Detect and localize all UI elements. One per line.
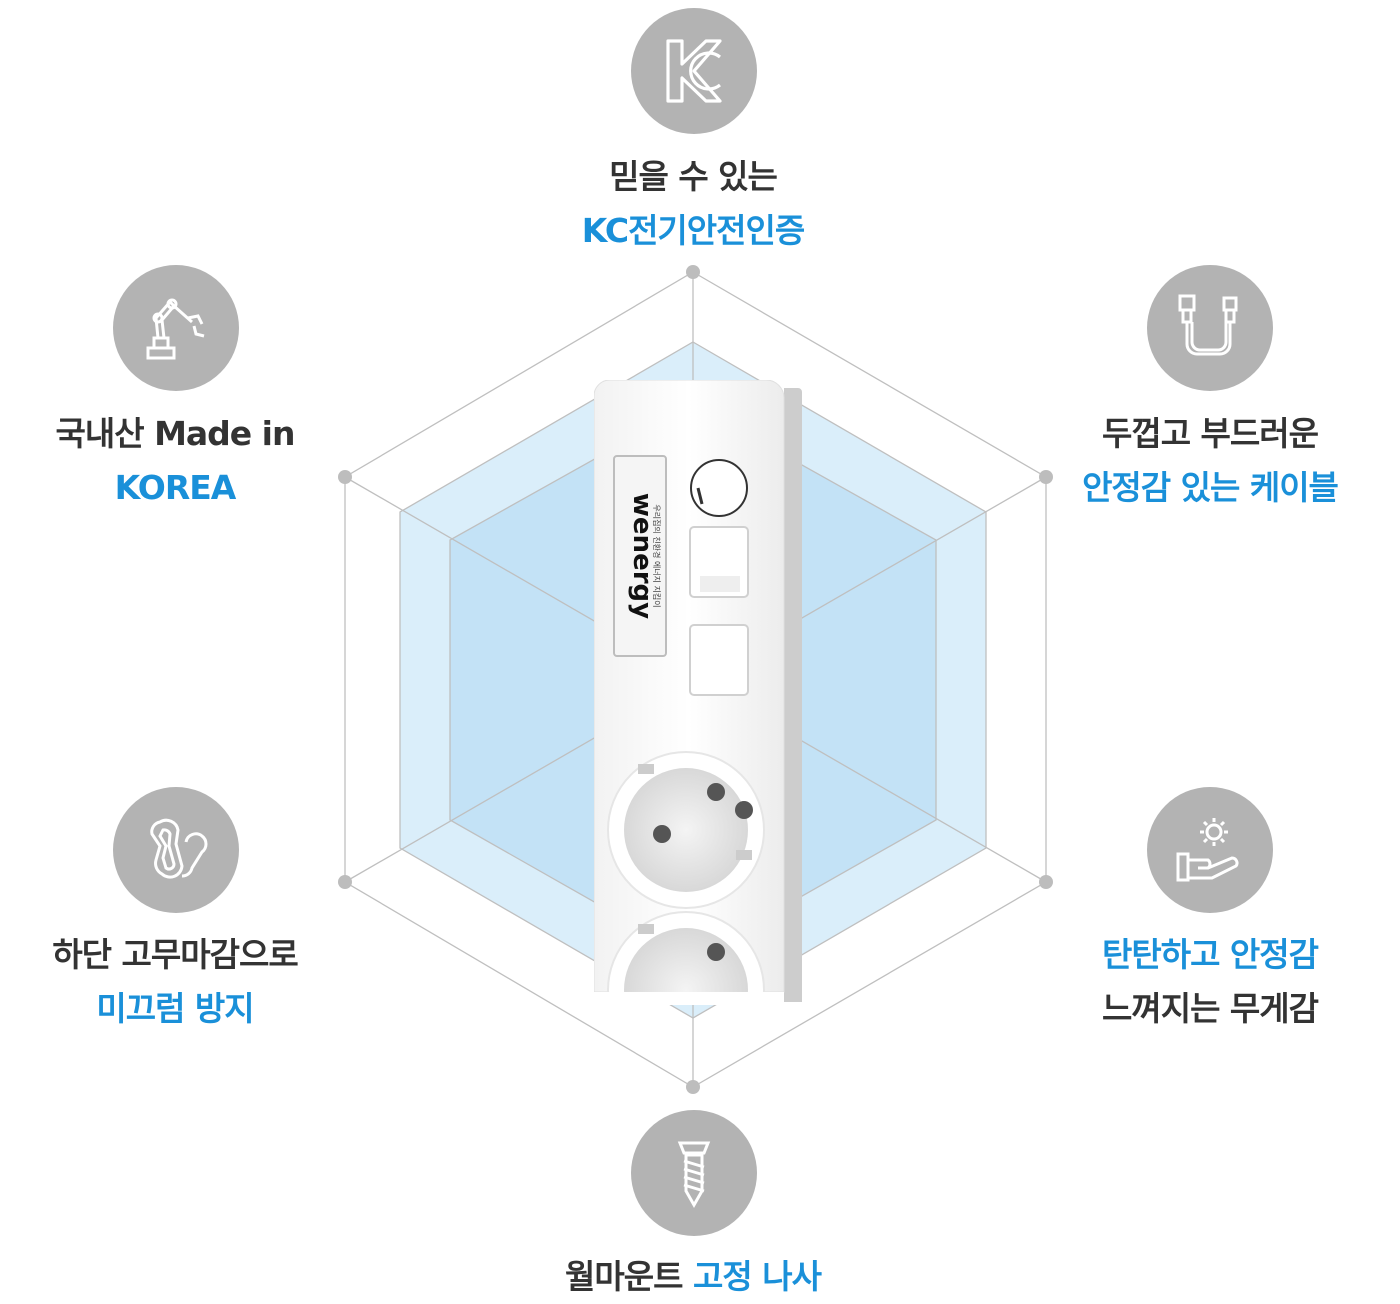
robot-arm-icon [113, 265, 239, 391]
rubber-pad-icon [113, 787, 239, 913]
hand-gear-icon [1147, 787, 1273, 913]
product-tagline: 우리집의 친환경 에너지 지킴이 [652, 504, 662, 607]
feature-top-line2: KC전기안전인증 [581, 211, 805, 250]
feature-bottom-right-line1: 탄탄하고 안정감 [1101, 935, 1319, 974]
feature-bottom-label: 월마운트 고정 나사 [493, 1250, 893, 1304]
feature-bottom-left-line2: 미끄럼 방지 [96, 989, 254, 1028]
feature-top-left-line1: 국내산 Made in [55, 414, 296, 453]
feature-bottom-left-label: 하단 고무마감으로 미끄럼 방지 [0, 928, 375, 1036]
feature-top-left-label: 국내산 Made in KOREA [0, 407, 375, 515]
feature-bottom-text-blue: 고정 나사 [693, 1257, 822, 1296]
feature-top-right-label: 두껍고 부드러운 안정감 있는 케이블 [1010, 407, 1400, 515]
kc-mark-icon [631, 8, 757, 134]
feature-top-label: 믿을 수 있는 KC전기안전인증 [493, 150, 893, 258]
usb-cable-icon [1147, 265, 1273, 391]
feature-bottom-right-label: 탄탄하고 안정감 느껴지는 무게감 [1010, 928, 1400, 1036]
feature-bottom-text-dark: 월마운트 [565, 1257, 683, 1296]
feature-top-right-line1: 두껍고 부드러운 [1101, 414, 1319, 453]
power-strip-product: wenergy 우리집의 친환경 에너지 지킴이 [594, 380, 802, 1005]
feature-top-left-line2: KOREA [114, 468, 237, 507]
feature-top-line1: 믿을 수 있는 [609, 157, 778, 196]
feature-bottom-left-line1: 하단 고무마감으로 [52, 935, 298, 974]
feature-bottom-right-line2: 느껴지는 무게감 [1101, 989, 1319, 1028]
hexagon-vertex-dots [338, 265, 1053, 1094]
product-brand: wenergy [627, 493, 657, 619]
screw-icon [631, 1110, 757, 1236]
feature-top-right-line2: 안정감 있는 케이블 [1082, 468, 1339, 507]
